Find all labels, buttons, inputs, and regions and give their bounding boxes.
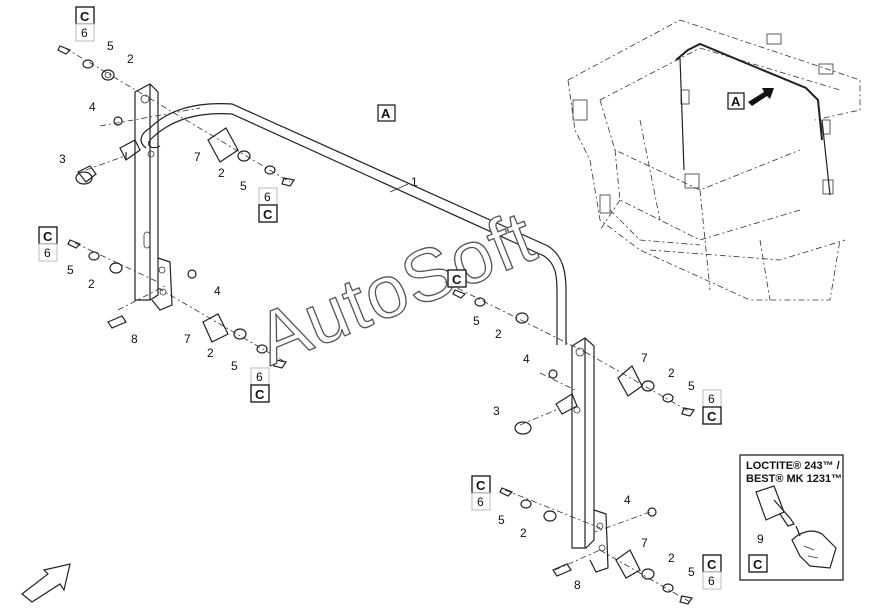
callout-2: 2	[668, 366, 675, 380]
callout-7: 7	[184, 332, 191, 346]
loctite-kit-label: C	[753, 557, 763, 572]
kit-c-box-7: C 6	[471, 475, 491, 511]
callout-5: 5	[67, 263, 74, 277]
kit-c-qty: 6	[81, 26, 88, 40]
kit-c-box-3: C 6	[38, 226, 58, 262]
cab-view-a-label: A	[731, 94, 741, 109]
adhesive-bottle-icon	[755, 485, 837, 569]
watermark: AutoSoft	[245, 195, 547, 381]
right-post	[555, 337, 609, 573]
callout-4: 4	[89, 100, 96, 114]
callout-2: 2	[88, 277, 95, 291]
loctite-item-number: 9	[757, 532, 764, 546]
hardware-right-lower	[499, 487, 693, 605]
assembly-axes	[64, 47, 691, 603]
part-callouts: 5 2 4 3 7 2 5 1 5 2 4 8 7 2 5 5 2 4 7 2 …	[59, 39, 695, 592]
hardware-left-lower	[67, 239, 287, 369]
kit-c-qty: 6	[477, 495, 484, 509]
kit-c-box-2: 6 C	[258, 187, 278, 223]
loctite-inset: LOCTITE® 243™ / BEST® MK 1231™ 9 C	[739, 454, 844, 581]
callout-5: 5	[498, 513, 505, 527]
view-arrow-icon	[748, 88, 774, 106]
kit-c-box-6: 6 C	[702, 389, 722, 425]
callout-2: 2	[520, 526, 527, 540]
left-post	[119, 83, 173, 311]
kit-c-label: C	[263, 207, 273, 222]
arrow-down-left-icon	[21, 563, 71, 603]
kit-c-label: C	[255, 387, 265, 402]
callout-5: 5	[688, 379, 695, 393]
kit-c-qty: 6	[44, 246, 51, 260]
callout-8: 8	[131, 332, 138, 346]
callout-2: 2	[495, 327, 502, 341]
callout-2: 2	[668, 551, 675, 565]
kit-c-label: C	[452, 272, 462, 287]
hardware-left-upper	[57, 45, 295, 187]
callout-5: 5	[240, 179, 247, 193]
callout-8: 8	[574, 578, 581, 592]
callout-4: 4	[523, 352, 530, 366]
kit-c-label: C	[707, 557, 717, 572]
cab-view-a-box	[727, 92, 745, 110]
kit-c-box-4: C	[447, 269, 467, 288]
callout-7: 7	[641, 351, 648, 365]
view-a-box	[377, 104, 396, 122]
kit-c-qty: 6	[708, 574, 715, 588]
callout-1: 1	[411, 175, 418, 189]
callout-5: 5	[231, 359, 238, 373]
callout-5: 5	[107, 39, 114, 53]
callout-4: 4	[624, 493, 631, 507]
kit-c-box-5: 6 C	[250, 367, 270, 403]
callout-7: 7	[641, 536, 648, 550]
kit-c-box-8: C 6	[702, 554, 722, 590]
kit-c-label: C	[43, 229, 53, 244]
callout-5: 5	[688, 565, 695, 579]
cab-overview	[567, 19, 861, 301]
callout-2: 2	[127, 52, 134, 66]
callout-3: 3	[59, 152, 66, 166]
callout-4: 4	[214, 284, 221, 298]
kit-c-qty: 6	[256, 370, 263, 384]
hardware-right-upper	[452, 289, 695, 435]
callout-2: 2	[207, 346, 214, 360]
callout-3: 3	[493, 404, 500, 418]
kit-c-label: C	[707, 409, 717, 424]
kit-c-qty: 6	[708, 392, 715, 406]
view-a-callout	[748, 88, 774, 106]
kit-c-label: C	[476, 478, 486, 493]
kit-c-qty: 6	[264, 190, 271, 204]
callout-7: 7	[194, 150, 201, 164]
loctite-line-1: LOCTITE® 243™ /	[746, 460, 840, 472]
kit-c-label: C	[80, 9, 90, 24]
view-a-label: A	[381, 106, 391, 121]
callout-2: 2	[218, 166, 225, 180]
callout-5: 5	[473, 314, 480, 328]
kit-c-box-1: C 6	[75, 6, 95, 42]
loctite-line-2: BEST® MK 1231™	[746, 473, 842, 485]
